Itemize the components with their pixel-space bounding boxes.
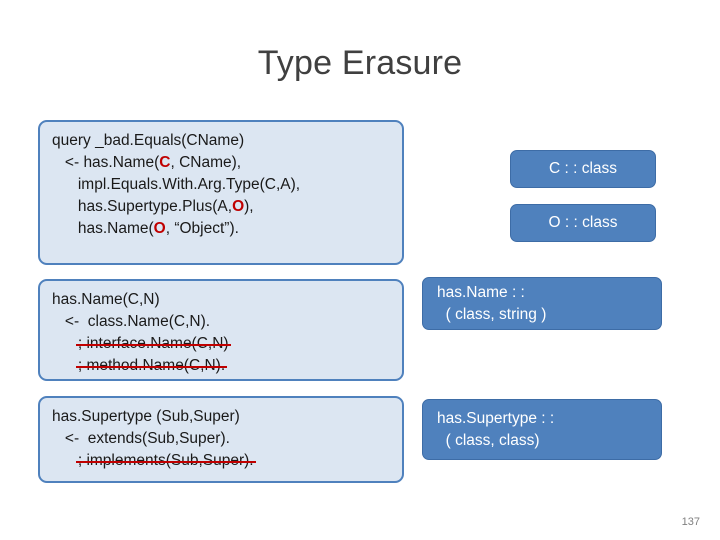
code-line: has.Supertype.Plus(A,O), — [52, 198, 254, 215]
type-label-c: C : : class — [510, 150, 656, 188]
code-line: <- extends(Sub,Super). — [52, 430, 230, 447]
code-block-query-bad-equals: query _bad.Equals(CName) <- has.Name(C, … — [38, 120, 404, 265]
code-line: ; method.Name(C,N). — [52, 355, 392, 377]
struck-text: ; interface.Name(C,N) — [75, 333, 231, 355]
page-number: 137 — [681, 516, 700, 528]
type-label-has-name: has.Name : : ( class, string ) — [422, 277, 662, 330]
page-title: Type Erasure — [257, 44, 463, 82]
struck-text: ; implements(Sub,Super). — [75, 450, 256, 472]
code-line: has.Name(C,N) — [52, 291, 160, 308]
code-line: query _bad.Equals(CName) — [52, 132, 245, 149]
code-line: has.Name(O, “Object”). — [52, 220, 239, 237]
struck-text: ; method.Name(C,N). — [75, 355, 228, 377]
highlight-token: C — [159, 154, 171, 171]
code-line: <- has.Name(C, CName), — [52, 154, 242, 171]
type-label-has-supertype: has.Supertype : : ( class, class) — [422, 399, 662, 460]
code-line: ; implements(Sub,Super). — [52, 450, 392, 472]
code-line: <- class.Name(C,N). — [52, 313, 211, 330]
highlight-token: O — [232, 198, 245, 215]
code-block-has-supertype-rule: has.Supertype (Sub,Super) <- extends(Sub… — [38, 396, 404, 483]
type-label-o: O : : class — [510, 204, 656, 242]
code-line: impl.Equals.With.Arg.Type(C,A), — [52, 176, 301, 193]
code-line: ; interface.Name(C,N) — [52, 333, 392, 355]
code-block-has-name-rule: has.Name(C,N) <- class.Name(C,N). ; inte… — [38, 279, 404, 381]
highlight-token: O — [153, 220, 166, 237]
code-line: has.Supertype (Sub,Super) — [52, 408, 240, 425]
